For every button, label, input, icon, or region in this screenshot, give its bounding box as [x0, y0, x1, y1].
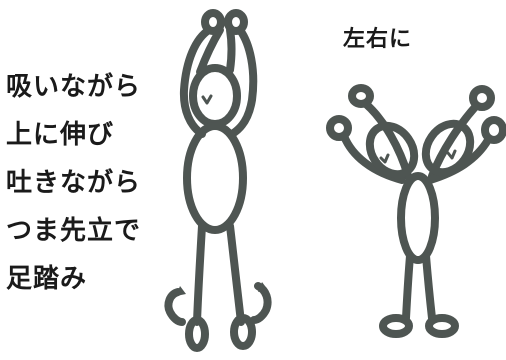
head-tilted-left: [365, 121, 419, 179]
face-mark-left: [379, 153, 390, 164]
motion-arrowhead-left-icon: [176, 286, 186, 296]
torso: [397, 172, 439, 264]
right-hand: [224, 9, 248, 35]
left-leg: [402, 252, 414, 322]
right-leg: [226, 222, 245, 326]
face-mark: [201, 94, 213, 105]
right-leg: [422, 252, 436, 322]
left-foot: [379, 314, 413, 338]
instruction-text-block: 吸いながら 上に伸び 吐きながら つま先立で 足踏み: [6, 74, 156, 314]
right-foot: [230, 314, 256, 350]
left-leg: [193, 222, 206, 326]
left-arm-outer: [179, 26, 213, 138]
left-hand: [201, 9, 225, 35]
left-arm-inner: [196, 26, 224, 76]
side-to-side-label: 左右に: [343, 27, 413, 52]
head: [189, 64, 241, 128]
right-foot: [425, 314, 459, 338]
instruction-line-inhale: 吸いながら: [6, 72, 142, 102]
torso: [183, 122, 247, 234]
motion-arrowhead-right-icon: [258, 282, 268, 292]
upper-left-hand: [348, 84, 374, 108]
side-bend-figure: [326, 84, 506, 338]
instruction-line-tiptoe: つま先立で: [6, 216, 142, 246]
instruction-line-exhale: 吐きながら: [6, 168, 142, 198]
instruction-line-stretch-up: 上に伸び: [6, 120, 115, 150]
upper-right-hand: [469, 85, 495, 111]
instruction-line-step: 足踏み: [6, 264, 88, 294]
motion-arrow-right-icon: [250, 282, 272, 324]
lower-right-hand: [481, 116, 506, 144]
stretching-figure: [164, 9, 272, 352]
left-foot: [185, 316, 209, 352]
face-mark-right: [446, 149, 457, 160]
right-arm-inner: [226, 26, 236, 74]
head-tilted-right: [421, 119, 475, 177]
lower-left-hand: [326, 115, 352, 141]
right-arm-outer: [228, 26, 258, 138]
motion-arrow-left-icon: [164, 288, 186, 326]
